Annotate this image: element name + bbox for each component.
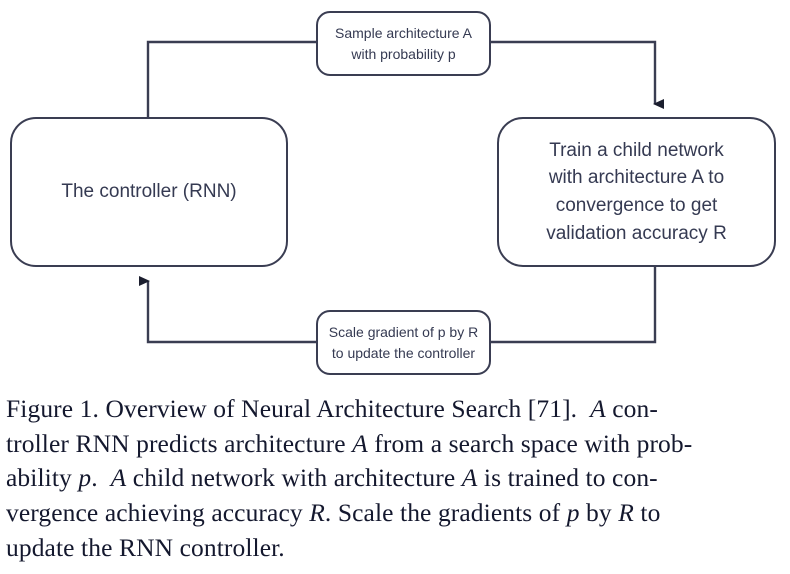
caption-line-1: Figure 1. Overview of Neural Architectur… <box>6 394 658 423</box>
node-controller-label: The controller (RNN) <box>61 181 237 203</box>
caption-math-symbol: R <box>309 498 325 528</box>
diagram-connectors <box>139 40 664 344</box>
caption-math-symbol: A <box>352 428 368 458</box>
edge-label-scale-text: Scale gradient of p by R to update the c… <box>328 324 479 361</box>
figure-caption: Figure 1. Overview of Neural Architectur… <box>6 392 784 565</box>
node-train-child-network[interactable]: Train a child network with architecture … <box>497 117 776 267</box>
edge-label-sample-architecture[interactable]: Sample architecture A with probability p <box>316 11 491 76</box>
node-controller[interactable]: The controller (RNN) <box>10 117 288 267</box>
edge-train-to-scale-label <box>489 266 657 344</box>
caption-line-2: troller RNN predicts architecture A from… <box>6 428 693 458</box>
caption-math-symbol: A <box>461 463 478 493</box>
caption-math-symbol: R <box>618 498 634 528</box>
caption-math-symbol: A <box>110 463 127 493</box>
edge-label-scale-gradient[interactable]: Scale gradient of p by R to update the c… <box>316 310 491 375</box>
caption-math-symbol: A <box>590 394 606 423</box>
edge-label-sample-text: Sample architecture A with probability p <box>335 25 472 62</box>
caption-line-4: vergence achieving accuracy R. Scale the… <box>6 498 661 528</box>
caption-line-5: update the RNN controller. <box>6 532 285 562</box>
edge-sample-label-to-train <box>489 40 664 109</box>
node-train-label: Train a child network with architecture … <box>546 139 727 244</box>
caption-math-symbol: p <box>566 498 580 528</box>
edge-scale-label-to-controller <box>139 276 318 344</box>
caption-line-3: ability p. A child network with architec… <box>6 463 658 493</box>
caption-math-symbol: p <box>78 463 92 493</box>
nas-cycle-diagram: The controller (RNN) Train a child netwo… <box>10 11 776 375</box>
edge-controller-to-sample-label <box>146 40 318 118</box>
